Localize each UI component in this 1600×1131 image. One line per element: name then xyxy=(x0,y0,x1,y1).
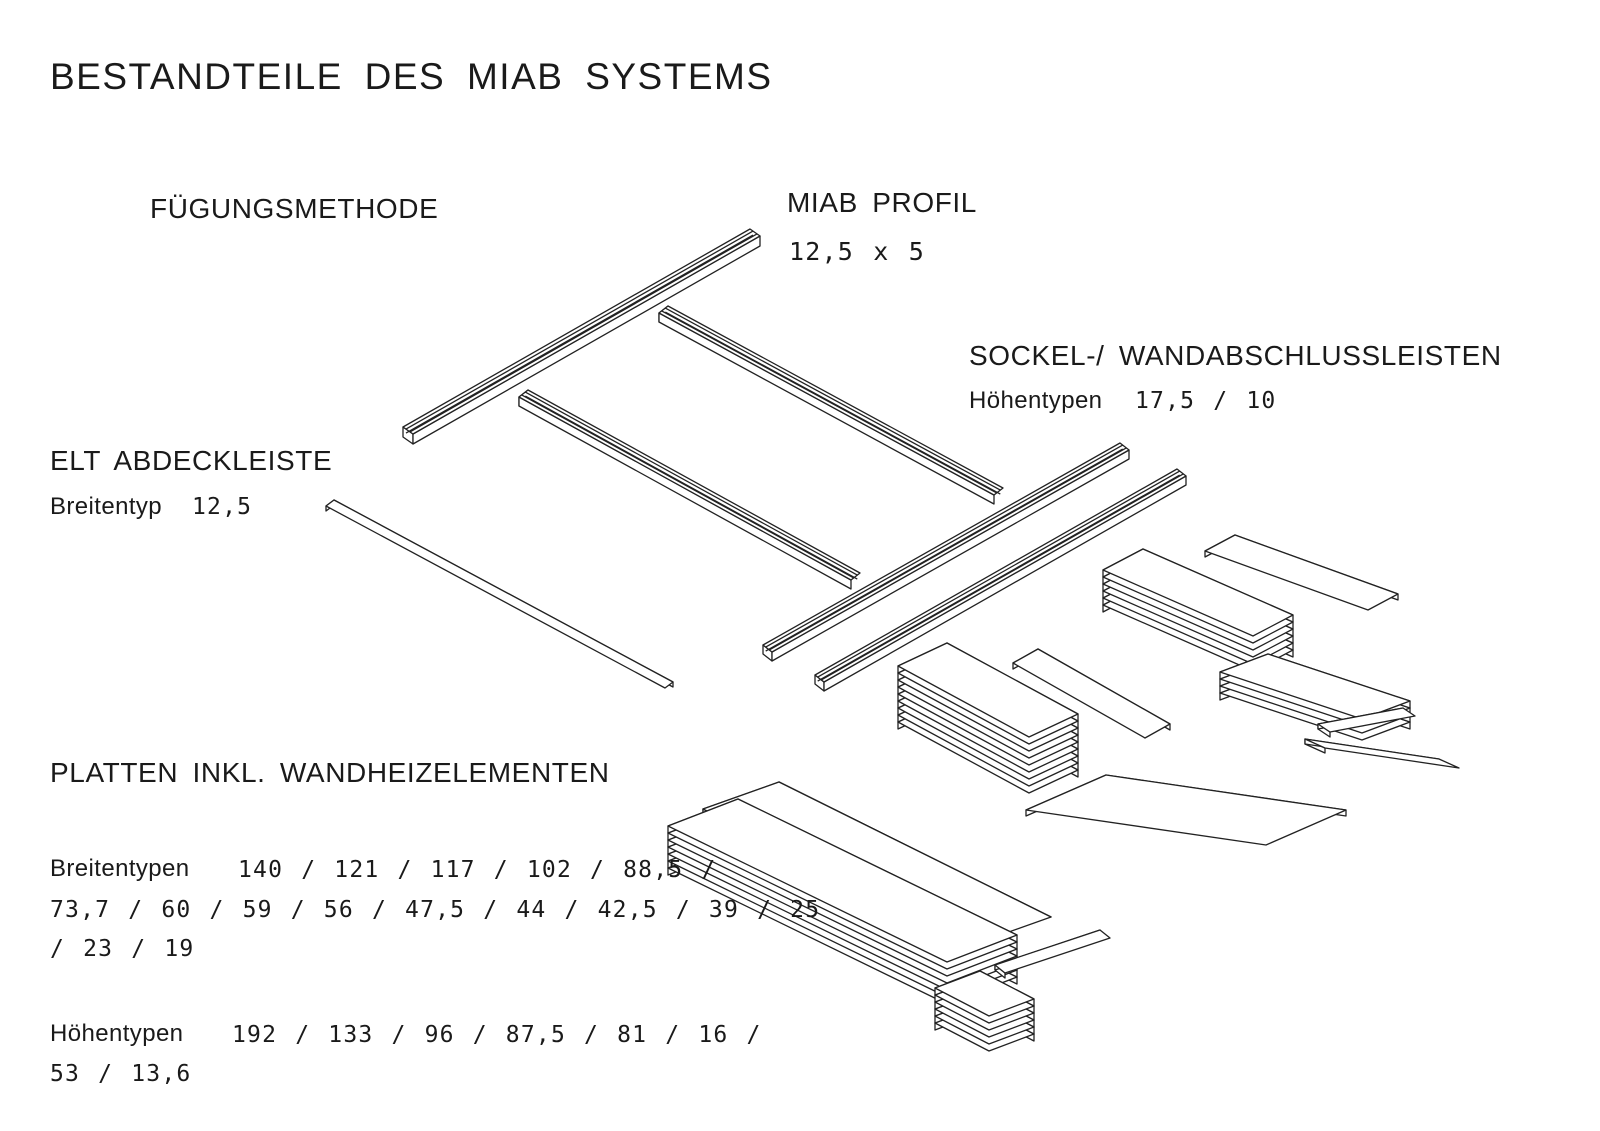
elt-breitentyp-caption: Breitentyp xyxy=(50,493,163,520)
label-miab-profil: MIAB PROFIL xyxy=(787,187,977,218)
plate-middle-right-a-top xyxy=(1025,774,1347,846)
label-elt-abdeckleiste: ELT ABDECKLEISTE xyxy=(50,445,333,476)
label-platten: PLATTEN INKL. WANDHEIZELEMENTEN xyxy=(50,757,610,788)
plate-right-small xyxy=(1304,738,1460,769)
stack-large xyxy=(667,798,1018,1005)
plate-middle-back-top xyxy=(1012,648,1171,739)
plate-small-long xyxy=(994,929,1111,979)
rail-lower-top xyxy=(518,389,861,581)
sockel-strip-a-groove-b xyxy=(768,447,1127,651)
rail-lower xyxy=(518,389,861,590)
stack-middle xyxy=(897,642,1079,794)
plate-middle-back xyxy=(1012,648,1171,739)
elt-strip-top xyxy=(325,499,674,689)
stack-right-plate-0-top xyxy=(1219,653,1411,720)
stack-upper xyxy=(1102,548,1294,672)
label-fuegungsmethode: FÜGUNGSMETHODE xyxy=(150,193,439,224)
stack-upper-plate-0 xyxy=(1102,548,1294,637)
rail-middle-top xyxy=(658,305,1004,496)
elt-breitentyp-values: 12,5 xyxy=(192,494,253,520)
stack-small-front xyxy=(934,970,1035,1052)
stack-large-plate-0-top xyxy=(667,798,1018,963)
rail-middle-groove-a xyxy=(664,307,1001,491)
plate-right-small-b xyxy=(1317,707,1416,738)
rail-middle-groove-b xyxy=(661,310,998,494)
sockel-strip-b-groove-a xyxy=(817,470,1181,678)
sockel-strip-b xyxy=(814,468,1187,692)
miab-profil-dimension: 12,5 x 5 xyxy=(789,237,926,266)
elt-strip xyxy=(325,499,674,689)
rail-lower-groove-a xyxy=(524,391,858,576)
elt-cover-strip xyxy=(325,499,674,689)
rail-top-groove-b xyxy=(409,233,758,433)
stack-middle-plate-0-top xyxy=(897,642,1079,738)
stack-large-plate-0 xyxy=(667,798,1018,963)
plate-right-small-b-top xyxy=(1317,707,1416,733)
sockel-strip-a xyxy=(762,442,1130,662)
rail-middle-groove-floor xyxy=(664,311,1001,495)
rail-middle-side xyxy=(658,312,995,505)
rail-middle xyxy=(658,305,1004,505)
plate-upper-back-top xyxy=(1204,534,1399,611)
sockel-strip-b-groove-floor xyxy=(817,474,1181,682)
platten-hoehentypen-caption: Höhentypen xyxy=(50,1020,184,1047)
stack-upper-plate-0-top xyxy=(1102,548,1294,637)
plate-upper-back xyxy=(1204,534,1399,611)
platten-breitentypen-caption: Breitentypen xyxy=(50,855,190,882)
rail-top-groove-a xyxy=(405,230,754,430)
stack-right xyxy=(1219,653,1411,741)
plate-middle-right-a xyxy=(1025,774,1347,846)
rail-lower-groove-b xyxy=(521,394,855,579)
stack-small-front-plate-0 xyxy=(934,970,1035,1017)
plate-stacks xyxy=(667,534,1460,1052)
wall-finish-strips xyxy=(762,442,1187,692)
sockel-strip-b-groove-b xyxy=(820,473,1184,681)
page-title: BESTANDTEILE DES MIAB SYSTEMS xyxy=(50,56,773,97)
sockel-hoehentypen-caption: Höhentypen xyxy=(969,387,1103,414)
miab-profile-rails xyxy=(402,228,1004,590)
rail-lower-groove-floor xyxy=(524,395,858,580)
rail-top-groove-floor xyxy=(405,234,754,434)
rail-lower-side xyxy=(518,396,852,590)
platten-breitentypen-line-3: / 23 / 19 xyxy=(50,936,195,962)
sockel-hoehentypen-values: 17,5 / 10 xyxy=(1135,388,1277,414)
platten-breitentypen-line-1: 140 / 121 / 117 / 102 / 88,5 / xyxy=(238,857,717,883)
stack-right-plate-0 xyxy=(1219,653,1411,720)
plate-right-small-top xyxy=(1304,738,1460,769)
platten-hoehentypen-line-1: 192 / 133 / 96 / 87,5 / 81 / 16 / xyxy=(232,1022,762,1048)
platten-breitentypen-line-2: 73,7 / 60 / 59 / 56 / 47,5 / 44 / 42,5 /… xyxy=(50,897,821,923)
stack-small-front-plate-0-top xyxy=(934,970,1035,1017)
sockel-strip-a-groove-a xyxy=(765,444,1124,648)
stack-middle-plate-0 xyxy=(897,642,1079,738)
platten-hoehentypen-line-2: 53 / 13,6 xyxy=(50,1061,192,1087)
plate-small-long-top xyxy=(994,929,1111,974)
label-sockel-wandabschlussleisten: SOCKEL-/ WANDABSCHLUSSLEISTEN xyxy=(969,340,1502,371)
sockel-strip-a-groove-floor xyxy=(765,448,1124,652)
rail-top xyxy=(402,228,761,445)
